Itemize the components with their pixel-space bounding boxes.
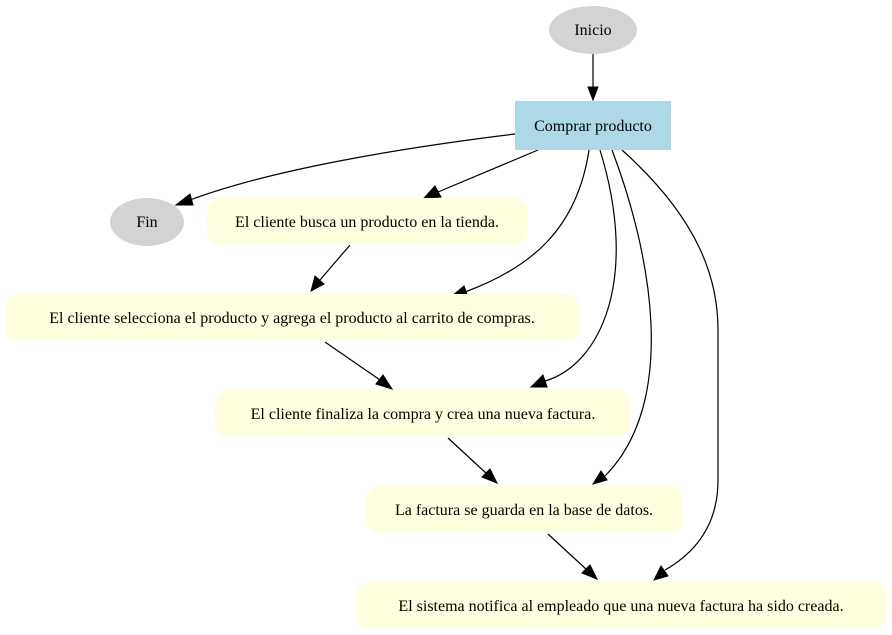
edge-comprar-step5: [621, 149, 719, 571]
inicio-shape: [549, 6, 637, 54]
arrowhead: [310, 275, 325, 292]
step4-label: La factura se guarda en la base de datos…: [395, 502, 653, 519]
edge-step1-step2: [319, 244, 351, 281]
edge-comprar-step1: [437, 149, 539, 193]
fin-label: Fin: [136, 214, 157, 231]
node-step1: El cliente busca un producto en la tiend…: [207, 198, 528, 245]
step3-shape: [215, 390, 631, 437]
arrowhead: [174, 193, 194, 206]
arrowhead: [375, 374, 394, 390]
node-step5: El sistema notifica al empleado que una …: [356, 582, 887, 629]
node-step4: La factura se guarda en la base de datos…: [366, 486, 683, 533]
edge-step2-step3: [324, 341, 381, 381]
step1-label: El cliente busca un producto en la tiend…: [235, 214, 499, 231]
arrowhead: [529, 374, 548, 388]
edge-comprar-fin: [189, 133, 516, 201]
step2-shape: [5, 294, 580, 341]
arrowhead: [581, 564, 599, 580]
arrowhead: [653, 565, 669, 581]
edge-step3-step4: [447, 437, 488, 475]
edge-comprar-step2: [464, 149, 590, 293]
edges: [174, 54, 719, 581]
edge-comprar-step4: [604, 149, 652, 477]
edge-comprar-step3: [544, 149, 617, 382]
arrowhead: [422, 185, 442, 199]
step4-shape: [366, 486, 683, 533]
step3-label: El cliente finaliza la compra y crea una…: [251, 406, 596, 423]
node-step3: El cliente finaliza la compra y crea una…: [215, 390, 631, 437]
arrowhead: [587, 86, 599, 102]
node-inicio: Inicio: [549, 6, 637, 54]
edge-step4-step5: [547, 533, 588, 571]
node-comprar-producto: Comprar producto: [515, 101, 671, 150]
comprar-shape: [515, 101, 671, 150]
step1-shape: [207, 198, 528, 245]
fin-shape: [110, 198, 184, 246]
step5-shape: [356, 582, 887, 629]
inicio-label: Inicio: [574, 22, 611, 39]
node-fin: Fin: [110, 198, 184, 246]
comprar-label: Comprar producto: [534, 118, 652, 135]
step5-label: El sistema notifica al empleado que una …: [398, 598, 843, 615]
arrowhead: [481, 468, 499, 484]
step2-label: El cliente selecciona el producto y agre…: [49, 310, 535, 327]
node-step2: El cliente selecciona el producto y agre…: [5, 294, 580, 341]
arrowhead: [591, 470, 608, 485]
